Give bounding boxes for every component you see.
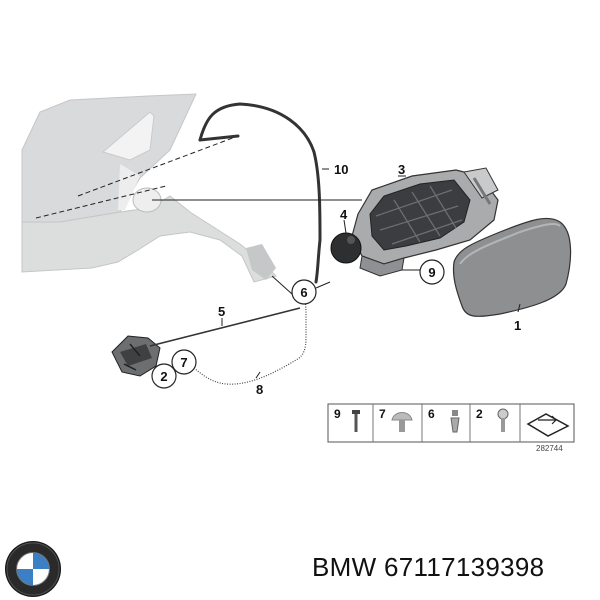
leader-lines [152, 168, 521, 379]
callout-3: 3 [398, 162, 405, 177]
callout-8: 8 [256, 382, 263, 397]
svg-text:7: 7 [180, 355, 187, 370]
screw-icon [352, 410, 360, 432]
svg-text:3: 3 [398, 162, 405, 177]
callout-9: 9 [419, 259, 445, 285]
svg-text:5: 5 [218, 304, 225, 319]
filler-housing [351, 167, 499, 277]
fuel-flap [452, 217, 572, 317]
clip-icon [450, 410, 460, 433]
drain-hose [198, 102, 322, 284]
svg-text:2: 2 [476, 407, 483, 421]
release-actuator [111, 335, 161, 377]
callout-5: 5 [218, 304, 225, 319]
svg-text:7: 7 [379, 407, 386, 421]
callout-4: 4 [340, 207, 348, 222]
svg-text:8: 8 [256, 382, 263, 397]
svg-text:6: 6 [300, 285, 307, 300]
bmw-logo [4, 540, 62, 598]
legend-item-2: 2 [476, 407, 509, 432]
part-number-caption: BMW 67117139398 [312, 552, 545, 582]
svg-text:2: 2 [160, 369, 167, 384]
legend-bracket [526, 413, 570, 437]
svg-text:9: 9 [428, 265, 435, 280]
svg-text:6: 6 [428, 407, 435, 421]
callout-7: 7 [171, 349, 197, 375]
legend-item-6: 6 [428, 407, 460, 433]
grommet-icon [391, 412, 413, 432]
svg-text:10: 10 [334, 162, 348, 177]
bolt-icon [497, 408, 509, 432]
callout-6: 6 [291, 279, 317, 305]
cut-lines [35, 135, 239, 219]
pull-rod [149, 307, 301, 347]
legend-item-9: 9 [334, 407, 360, 432]
svg-text:9: 9 [334, 407, 341, 421]
arrow-icon [538, 415, 558, 425]
diagram-code: 282744 [536, 444, 563, 453]
svg-text:1: 1 [514, 318, 521, 333]
callout-2: 2 [151, 363, 177, 389]
callout-10: 10 [334, 162, 348, 177]
svg-text:4: 4 [340, 207, 348, 222]
fuel-cap [330, 232, 362, 264]
fastener-legend: 9 7 6 2 [327, 403, 575, 443]
callout-1: 1 [514, 318, 521, 333]
bowden-cable [185, 293, 309, 385]
legend-item-7: 7 [379, 407, 413, 432]
rear-quarter-panel [21, 93, 277, 283]
